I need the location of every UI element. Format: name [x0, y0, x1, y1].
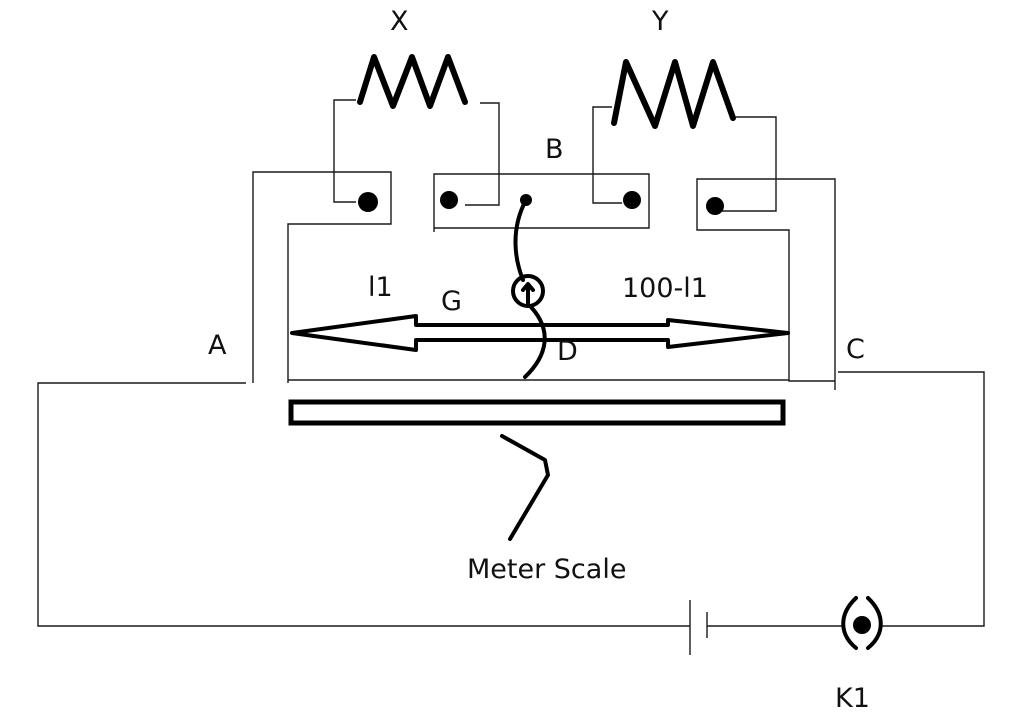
- left-strip-a: [252, 171, 392, 383]
- terminal-y-left: [623, 191, 641, 209]
- label-b: B: [545, 134, 564, 165]
- length-arrow-l1: [290, 314, 544, 352]
- galvanometer-g: [511, 198, 547, 379]
- terminal-x-left: [358, 192, 378, 212]
- label-100-l1: 100-l1: [622, 273, 708, 304]
- meter-scale-pointer: [500, 434, 550, 541]
- meter-scale: [288, 399, 786, 426]
- label-c: C: [846, 334, 865, 365]
- label-a: A: [208, 330, 227, 361]
- key-k1: [841, 596, 883, 650]
- label-g: G: [441, 286, 462, 317]
- length-arrow-100-l1: [540, 318, 790, 349]
- label-d: D: [557, 336, 578, 367]
- label-y: Y: [651, 6, 669, 37]
- right-strip-c: [696, 178, 836, 390]
- label-k1: K1: [835, 683, 870, 714]
- resistor-y: [592, 59, 777, 212]
- middle-strip-b: [433, 173, 650, 232]
- terminal-y-right: [706, 197, 724, 215]
- resistor-x: [333, 54, 500, 206]
- terminal-x-right: [440, 191, 458, 209]
- galvanometer-icon: [511, 274, 545, 308]
- label-x: X: [390, 6, 409, 37]
- jockey-d: [523, 305, 547, 379]
- outer-circuit: [37, 371, 985, 655]
- label-meter-scale: Meter Scale: [467, 554, 626, 585]
- label-l1: l1: [368, 272, 393, 303]
